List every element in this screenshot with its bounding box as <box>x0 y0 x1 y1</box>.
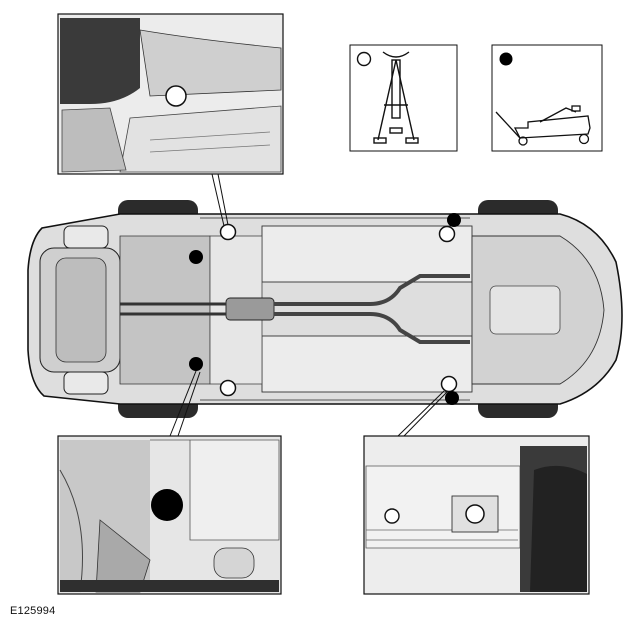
rear-right-stand-point <box>219 379 237 397</box>
detail-inset-top-left <box>57 13 284 175</box>
inset-stand-marker-large <box>465 504 485 524</box>
filled-circle-icon <box>499 52 513 66</box>
detail-inset-bottom-left <box>57 435 282 595</box>
front-left-stand-point <box>438 225 456 243</box>
inset-jack-marker <box>151 489 183 521</box>
inset-stand-marker <box>165 85 187 107</box>
legend-axle-stand <box>349 44 458 152</box>
figure-reference-code: E125994 <box>10 605 56 617</box>
open-circle-icon <box>356 51 372 67</box>
detail-inset-bottom-right <box>363 435 590 595</box>
exhaust-muffler <box>225 297 275 321</box>
rear-left-stand-point <box>219 223 237 241</box>
rear-right-jack-point <box>189 357 203 371</box>
vehicle-underside <box>27 200 623 418</box>
front-right-stand-point <box>440 375 458 393</box>
front-left-jack-point <box>447 213 461 227</box>
front-right-jack-point <box>445 391 459 405</box>
rear-left-jack-point <box>189 250 203 264</box>
leader-lines <box>169 173 449 437</box>
legend-trolley-jack <box>491 44 603 152</box>
trolley-jack-icon <box>495 105 591 146</box>
axle-stand-icon <box>373 51 419 144</box>
lifting-point-markers <box>189 213 461 405</box>
inset-stand-marker-small <box>384 508 400 524</box>
